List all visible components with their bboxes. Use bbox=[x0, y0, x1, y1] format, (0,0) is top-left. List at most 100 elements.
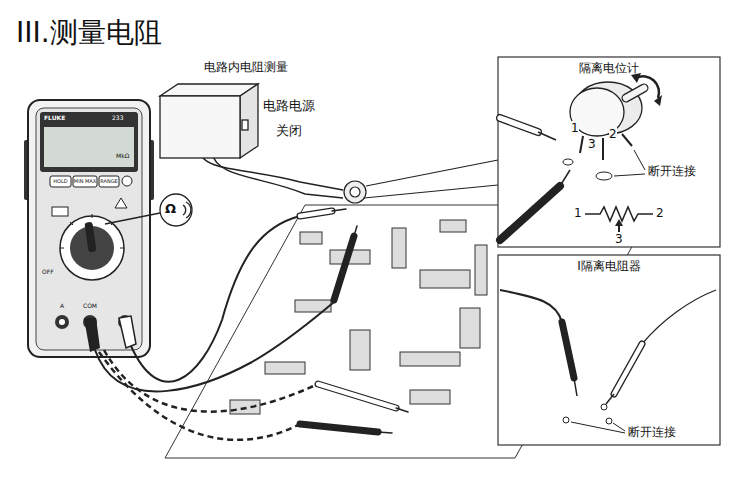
circuit-board-part bbox=[420, 270, 470, 288]
callout-number: 2 bbox=[609, 127, 617, 141]
model-number: 233 bbox=[112, 114, 123, 121]
power-supply-box-part bbox=[160, 96, 240, 158]
inset-resistor-part bbox=[606, 418, 612, 424]
inset-potentiometer-part bbox=[563, 159, 573, 165]
circuit-board-part bbox=[392, 228, 406, 268]
panel-heading: I隔离电阻器 bbox=[498, 259, 720, 275]
test-probe-part bbox=[300, 211, 332, 216]
multimeter bbox=[24, 100, 154, 357]
potentiometer-part bbox=[350, 187, 360, 197]
inset-resistor-part bbox=[571, 422, 625, 433]
power-supply-box-part bbox=[240, 84, 258, 158]
inset-potentiometer-part bbox=[615, 219, 623, 226]
test-probe-part bbox=[354, 226, 357, 236]
inset-potentiometer-part bbox=[596, 172, 612, 180]
circuit-board-part bbox=[460, 308, 480, 348]
dial-label: OFF bbox=[42, 268, 54, 275]
ohm-callout-part bbox=[183, 205, 186, 215]
multimeter-part bbox=[119, 316, 136, 348]
multimeter-part bbox=[122, 176, 132, 186]
test-probe-part bbox=[334, 236, 354, 300]
inset-potentiometer-part bbox=[626, 88, 644, 98]
test-lead-part bbox=[104, 350, 318, 412]
multimeter-part bbox=[70, 222, 73, 225]
inset-resistor-part bbox=[498, 255, 720, 445]
button-label: HOLD bbox=[50, 178, 71, 184]
inset-resistor-part bbox=[614, 344, 642, 394]
inset-potentiometer-part bbox=[622, 134, 632, 146]
test-probe-part bbox=[318, 384, 396, 408]
section-heading: 电路内电阻测量 bbox=[204, 60, 288, 74]
potentiometer-part bbox=[344, 181, 366, 203]
power-supply-box bbox=[160, 84, 258, 158]
inset-potentiometer-part bbox=[636, 76, 659, 98]
jack-label: COM bbox=[78, 302, 102, 309]
power-label: 电路电源 关闭 bbox=[260, 94, 318, 143]
test-probe-part bbox=[378, 432, 392, 433]
inset-potentiometer-part bbox=[618, 225, 620, 232]
test-probe-part bbox=[300, 424, 378, 432]
circuit-board-part bbox=[475, 245, 487, 295]
circuit-board-part bbox=[440, 220, 466, 232]
inset-potentiometer-part bbox=[614, 174, 645, 176]
test-probe-part bbox=[300, 211, 332, 216]
ohm-callout bbox=[105, 194, 192, 226]
multimeter-part bbox=[50, 176, 71, 187]
multimeter-part bbox=[40, 112, 138, 172]
multimeter-part bbox=[84, 318, 100, 352]
ohm-callout-part bbox=[160, 194, 192, 226]
test-lead-part bbox=[131, 216, 300, 382]
inset-potentiometer-part bbox=[538, 132, 556, 140]
test-lead-part bbox=[95, 302, 334, 391]
multimeter-part bbox=[92, 214, 93, 218]
callout-number: 1 bbox=[571, 121, 579, 135]
inset-potentiometer-part bbox=[498, 57, 720, 247]
test-lead bbox=[95, 216, 334, 440]
inset-potentiometer-part bbox=[626, 88, 644, 98]
power-supply-box-part bbox=[242, 120, 248, 130]
inset-resistor-part bbox=[574, 378, 577, 396]
circuit-board-part bbox=[350, 330, 370, 370]
multimeter-part bbox=[84, 222, 96, 253]
pin-number: 3 bbox=[615, 232, 623, 246]
ohm-callout-part bbox=[186, 202, 191, 218]
circuit-board-part bbox=[410, 390, 450, 404]
inset-resistor-part bbox=[613, 423, 625, 431]
test-probe-part bbox=[332, 209, 346, 211]
inset-resistor-part bbox=[606, 394, 614, 404]
multimeter-part bbox=[60, 216, 124, 280]
inset-resistor-part bbox=[642, 290, 716, 344]
multimeter-part bbox=[120, 248, 124, 249]
test-probe-part bbox=[396, 408, 408, 412]
multimeter-part bbox=[28, 100, 150, 357]
inset-resistor-part bbox=[601, 404, 607, 410]
inset-resistor-part bbox=[500, 290, 562, 322]
potentiometer bbox=[344, 160, 498, 203]
inset-potentiometer-part bbox=[500, 118, 538, 132]
callout-number: 3 bbox=[588, 137, 596, 151]
inset-resistor-part bbox=[563, 417, 569, 423]
inset-potentiometer-part bbox=[500, 118, 538, 132]
jack-label: A bbox=[52, 302, 72, 309]
inset-potentiometer-part bbox=[585, 207, 653, 221]
circuit-board-part bbox=[300, 232, 322, 244]
inset-panel: 隔离电位计 bbox=[498, 57, 722, 247]
ohm-symbol: Ω bbox=[165, 201, 176, 217]
inset-potentiometer-part bbox=[560, 170, 570, 186]
multimeter-part bbox=[115, 198, 127, 208]
button-label: MIN MAX bbox=[73, 178, 97, 184]
disconnect-note: 断开连接 bbox=[648, 164, 696, 178]
page-title: III.测量电阻 bbox=[16, 16, 162, 50]
potentiometer-part bbox=[366, 160, 498, 186]
inset-potentiometer-part bbox=[634, 150, 645, 170]
test-lead-part bbox=[99, 352, 300, 440]
inset-potentiometer-part bbox=[580, 136, 583, 153]
button-label: RANGE bbox=[99, 178, 119, 184]
inset-resistor-part bbox=[614, 344, 642, 394]
multimeter-part bbox=[36, 108, 142, 350]
inset-potentiometer-part bbox=[500, 186, 560, 240]
inset-resistor-part bbox=[562, 322, 574, 378]
multimeter-part bbox=[73, 176, 97, 187]
power-wire-part bbox=[212, 152, 343, 198]
